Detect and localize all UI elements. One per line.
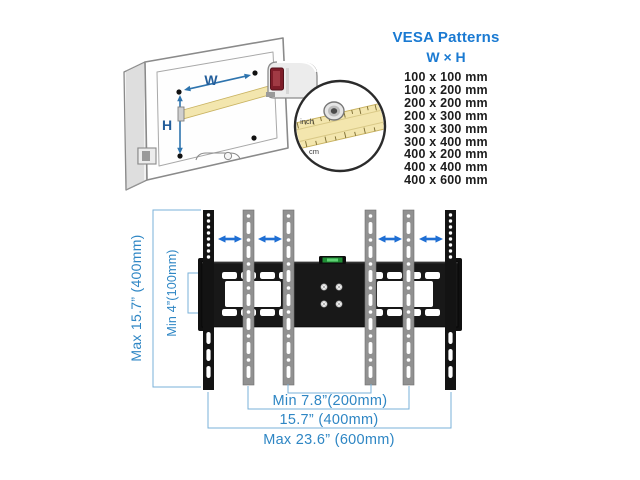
vesa-title: VESA Patterns	[392, 29, 500, 46]
dim-left-inner-label: Min 4”(100mm)	[165, 249, 179, 336]
width-arrow	[184, 73, 251, 92]
vesa-subtitle: W × H	[426, 49, 466, 65]
width-label: W	[204, 72, 218, 88]
vesa-hole-dots	[176, 70, 258, 159]
tv-port	[137, 147, 157, 165]
tv-measure-illustration: W H	[123, 37, 387, 191]
vesa-size-item: 200 x 300 mm	[404, 108, 488, 123]
vesa-size-item: 200 x 200 mm	[404, 95, 488, 110]
vesa-size-item: 300 x 300 mm	[404, 121, 488, 136]
height-label: H	[162, 117, 172, 133]
tape-grommet-hole	[323, 101, 345, 121]
bubble-level	[319, 256, 346, 264]
vesa-size-item: 100 x 200 mm	[404, 82, 488, 97]
vesa-size-list: 100 x 100 mm 100 x 200 mm 200 x 200 mm 2…	[404, 71, 488, 187]
vesa-size-item: 400 x 400 mm	[404, 160, 488, 175]
mount-bracket-diagram: Max 15.7” (400mm) Min 4”(100mm)	[128, 209, 462, 448]
vesa-size-item: 100 x 100 mm	[404, 70, 488, 84]
dim-bottom-middle-label: 15.7” (400mm)	[280, 412, 379, 428]
inset-cm-label: cm	[309, 147, 319, 156]
vesa-size-item: 400 x 600 mm	[404, 173, 488, 188]
vesa-size-item: 400 x 200 mm	[404, 147, 488, 162]
dim-left-outer-label: Max 15.7” (400mm)	[128, 234, 144, 361]
tape-zoom-inset: inch cm	[293, 79, 387, 173]
dim-bottom-brackets	[207, 384, 452, 429]
tv-handle	[195, 151, 241, 161]
dim-bottom-inner-label: Min 7.8”(200mm)	[273, 393, 388, 409]
tape-measure-case	[266, 61, 318, 99]
dim-bottom-outer-label: Max 23.6” (600mm)	[263, 432, 395, 448]
dim-left-outer	[152, 209, 201, 388]
tv-side-face	[123, 61, 148, 191]
inset-inch-label: inch	[300, 117, 314, 126]
vesa-patterns-panel: VESA Patterns W × H 100 x 100 mm 100 x 2…	[376, 29, 516, 189]
mount-plate	[198, 256, 462, 331]
vesa-size-item: 300 x 400 mm	[404, 134, 488, 149]
dim-left-inner	[187, 272, 202, 314]
